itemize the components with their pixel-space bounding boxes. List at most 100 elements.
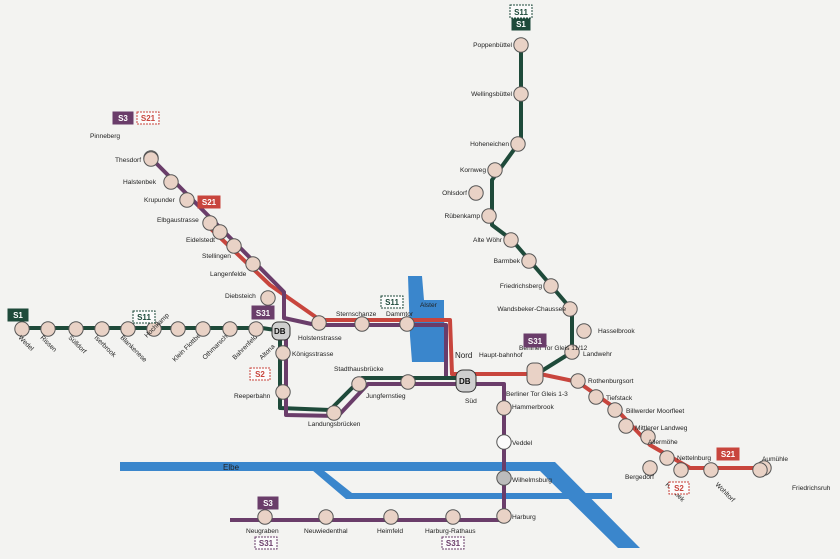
station-wilhelmsburg[interactable]: Wilhelmsburg bbox=[496, 470, 552, 486]
station-marker[interactable] bbox=[496, 400, 512, 416]
station-elbgaustrasse[interactable]: Elbgaustrasse bbox=[157, 215, 218, 231]
station-allermoehe[interactable]: Allermöhe bbox=[640, 429, 678, 446]
station-poppenbuettel[interactable]: Poppenbüttel bbox=[473, 37, 529, 53]
station-marker[interactable] bbox=[496, 508, 512, 524]
station-marker[interactable] bbox=[94, 321, 110, 337]
station-billwerder-moorfleet[interactable]: Billwerder Moorfleet bbox=[607, 402, 685, 418]
station-marker[interactable] bbox=[618, 418, 634, 434]
station-rothenburgsort[interactable]: Rothenburgsort bbox=[570, 373, 634, 389]
station-marker[interactable] bbox=[68, 321, 84, 337]
station-marker[interactable] bbox=[212, 224, 228, 240]
station-dammtor[interactable]: Dammtor bbox=[386, 311, 415, 332]
station-krupunder[interactable]: Krupunder bbox=[144, 192, 195, 208]
station-marker[interactable] bbox=[487, 162, 503, 178]
station-jungfernstieg[interactable]: Jungfernstieg bbox=[366, 374, 416, 400]
station-heimfeld[interactable]: Heimfeld bbox=[377, 509, 403, 535]
station-marker[interactable] bbox=[354, 316, 370, 332]
station-hoheneichen[interactable]: Hoheneichen bbox=[470, 136, 526, 152]
station-berliner-tor-1-3[interactable]: Berliner Tor Gleis 1-3 bbox=[506, 391, 568, 398]
station-marker[interactable] bbox=[562, 301, 578, 317]
altona-hub[interactable] bbox=[271, 321, 291, 341]
station-tiefstack[interactable]: Tiefstack bbox=[588, 389, 633, 405]
station-marker[interactable] bbox=[570, 373, 586, 389]
station-marker[interactable] bbox=[226, 238, 242, 254]
station-marker[interactable] bbox=[311, 315, 327, 331]
station-marker[interactable] bbox=[510, 136, 526, 152]
station-neugraben[interactable]: Neugraben bbox=[246, 509, 279, 535]
station-marker[interactable] bbox=[275, 384, 291, 400]
station-marker[interactable] bbox=[275, 345, 291, 361]
station-berliner-tor-11-12[interactable]: Berliner Tor Gleis 11/12 bbox=[519, 345, 588, 352]
station-marker[interactable] bbox=[260, 290, 276, 306]
station-marker[interactable] bbox=[14, 321, 30, 337]
station-barmbek[interactable]: Barmbek bbox=[494, 253, 537, 269]
station-marker[interactable] bbox=[521, 253, 537, 269]
station-marker[interactable] bbox=[120, 321, 136, 337]
station-ruebenkamp[interactable]: Rübenkamp bbox=[444, 208, 497, 224]
station-diebsteich[interactable]: Diebsteich bbox=[225, 290, 276, 306]
station-marker[interactable] bbox=[445, 509, 461, 525]
station-marker[interactable] bbox=[703, 462, 719, 478]
station-harburg-rathaus[interactable]: Harburg-Rathaus bbox=[425, 509, 476, 535]
station-marker[interactable] bbox=[179, 192, 195, 208]
station-harburg[interactable]: Harburg bbox=[496, 508, 536, 524]
station-marker[interactable] bbox=[351, 376, 367, 392]
station-friedrichsruh[interactable]: Friedrichsruh bbox=[752, 462, 831, 492]
station-alte-woehr[interactable]: Alte Wöhr bbox=[473, 232, 519, 248]
station-thesdorf[interactable]: Thesdorf bbox=[115, 151, 159, 167]
station-hauptbahnhof[interactable]: Haupt-bahnhof bbox=[479, 352, 523, 359]
station-marker[interactable] bbox=[383, 509, 399, 525]
station-marker[interactable] bbox=[642, 460, 658, 476]
station-marker[interactable] bbox=[400, 374, 416, 390]
station-koenigstrasse[interactable]: Königsstrasse bbox=[275, 345, 334, 361]
station-kornweg[interactable]: Kornweg bbox=[460, 162, 503, 178]
station-marker[interactable] bbox=[496, 470, 512, 486]
station-reeperbahn[interactable]: Reeperbahn bbox=[234, 384, 291, 400]
station-rissen[interactable]: Rissen bbox=[39, 321, 58, 354]
station-marker[interactable] bbox=[248, 321, 264, 337]
station-marker[interactable] bbox=[399, 316, 415, 332]
hauptbahnhof-hub[interactable] bbox=[455, 369, 477, 393]
station-marker[interactable] bbox=[564, 344, 580, 360]
station-marker[interactable] bbox=[257, 509, 273, 525]
station-nettelnburg[interactable]: Nettelnburg bbox=[659, 450, 712, 466]
station-marker[interactable] bbox=[588, 389, 604, 405]
station-mittlerer-landweg[interactable]: Mittlerer Landweg bbox=[618, 418, 688, 434]
station-marker[interactable] bbox=[576, 323, 592, 339]
station-marker[interactable] bbox=[163, 174, 179, 190]
station-marker[interactable] bbox=[607, 402, 623, 418]
station-marker[interactable] bbox=[659, 450, 675, 466]
station-marker[interactable] bbox=[513, 37, 529, 53]
station-marker[interactable] bbox=[513, 86, 529, 102]
station-marker[interactable] bbox=[195, 321, 211, 337]
station-landwehr[interactable]: Landwehr bbox=[564, 344, 613, 360]
station-marker[interactable] bbox=[496, 434, 512, 450]
station-marker[interactable] bbox=[673, 462, 689, 478]
station-hammerbrook[interactable]: Hammerbrook bbox=[496, 400, 555, 416]
station-marker[interactable] bbox=[503, 232, 519, 248]
station-hasselbrook[interactable]: Hasselbrook bbox=[576, 323, 636, 339]
station-neuwiedenthal[interactable]: Neuwiedenthal bbox=[304, 509, 348, 535]
station-marker[interactable] bbox=[202, 215, 218, 231]
station-wandsbeker-chaussee[interactable]: Wandsbeker-Chaussee bbox=[497, 301, 578, 317]
station-ohlsdorf[interactable]: Ohlsdorf bbox=[442, 185, 484, 201]
station-marker[interactable] bbox=[143, 151, 159, 167]
station-marker[interactable] bbox=[40, 321, 56, 337]
station-holstenstrasse[interactable]: Holstenstrasse bbox=[298, 315, 342, 342]
station-marker[interactable] bbox=[468, 185, 484, 201]
station-marker[interactable] bbox=[543, 278, 559, 294]
station-landungsbruecken[interactable]: Landungsbrücken bbox=[308, 405, 361, 428]
station-eidelstedt[interactable]: Eidelstedt bbox=[186, 224, 228, 244]
station-veddel[interactable]: Veddel bbox=[496, 434, 533, 450]
berliner-tor-hub[interactable] bbox=[526, 362, 544, 386]
station-stadthausbruecke[interactable]: Stadthausbrücke bbox=[334, 366, 384, 392]
station-langenfelde[interactable]: Langenfelde bbox=[210, 256, 261, 278]
station-sternschanze[interactable]: Sternschanze bbox=[336, 311, 377, 332]
station-marker[interactable] bbox=[481, 208, 497, 224]
station-marker[interactable] bbox=[318, 509, 334, 525]
station-friedrichsberg[interactable]: Friedrichsberg bbox=[500, 278, 559, 294]
station-marker[interactable] bbox=[170, 321, 186, 337]
station-marker[interactable] bbox=[222, 321, 238, 337]
station-marker[interactable] bbox=[640, 429, 656, 445]
station-marker[interactable] bbox=[245, 256, 261, 272]
